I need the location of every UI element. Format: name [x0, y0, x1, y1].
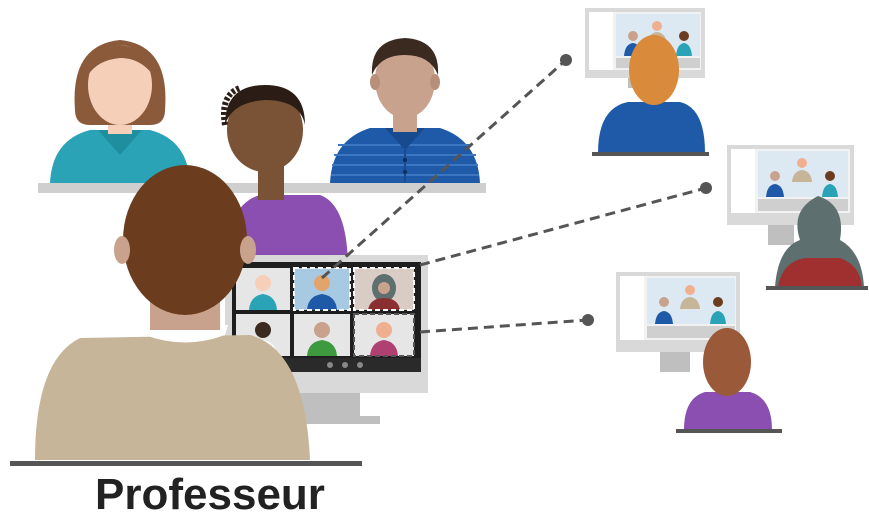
in-room-woman-teal: [50, 40, 190, 183]
connection-dot-3: [582, 314, 594, 326]
connection-line-3: [419, 318, 589, 334]
professor-floor-line: [10, 461, 362, 466]
remote-student-hijab: [727, 145, 868, 290]
professor-figure: [35, 165, 310, 460]
connection-line-1: [321, 58, 567, 280]
in-room-man-blue: [330, 38, 480, 183]
remote-student-purple: [616, 272, 782, 433]
connection-lines: [321, 58, 707, 334]
professor-caption: Professeur: [95, 470, 325, 519]
connection-line-2: [419, 186, 707, 267]
remote-student-orange-hair: [585, 8, 709, 156]
connection-dot-2: [700, 182, 712, 194]
connection-dot-1: [560, 54, 572, 66]
in-room-man-purple: [221, 85, 348, 270]
